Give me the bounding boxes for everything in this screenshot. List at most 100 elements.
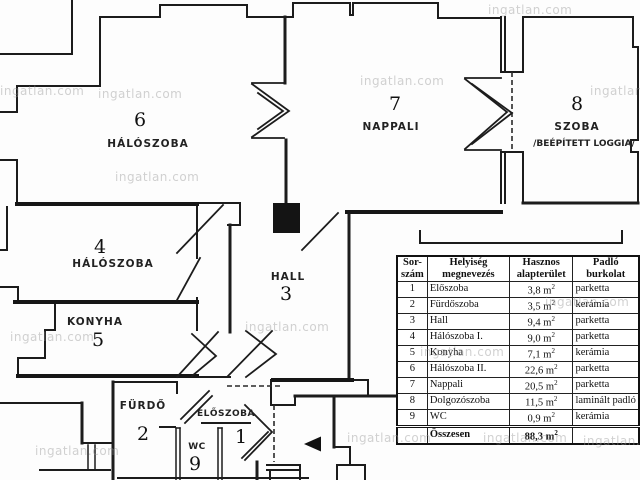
cell-room-name: Fürdőszoba xyxy=(426,297,510,314)
room1-number: 1 xyxy=(234,426,248,448)
col-header-number: Sor-szám xyxy=(396,255,428,282)
cell-number: 9 xyxy=(396,409,428,427)
cell-area: 9,4 m2 xyxy=(508,313,574,330)
door-swing-hall xyxy=(226,329,274,378)
cell-number: 1 xyxy=(396,281,428,298)
door-leaf-room7-8-inner xyxy=(470,82,514,146)
cell-room-name: WC xyxy=(426,409,510,427)
door-swing-room4 xyxy=(175,256,202,302)
room3-number: 3 xyxy=(279,283,293,305)
cell-room-name: Hall xyxy=(426,313,510,330)
watermark: ingatlan.com xyxy=(0,84,85,98)
cell-floor: kerámia xyxy=(572,345,640,362)
watermark: ingatlan.com xyxy=(98,87,183,101)
room7-number: 7 xyxy=(388,93,402,115)
door-leaf-room6-inner xyxy=(256,91,285,131)
watermark: ingatlan.com xyxy=(545,295,630,309)
room8-number: 8 xyxy=(570,93,584,115)
cell-floor: laminált padló xyxy=(572,393,640,410)
total-empty-cell xyxy=(396,425,428,445)
watermark: ingatlan.com xyxy=(488,3,573,17)
room6-name: HÁLÓSZOBA xyxy=(107,138,189,150)
walls-thick xyxy=(13,202,503,382)
door-leaf-room7-8 xyxy=(463,77,509,151)
room4-name: HÁLÓSZOBA xyxy=(72,258,154,270)
door-jambs-room7-8 xyxy=(464,77,502,151)
walls-double xyxy=(87,427,223,480)
room2-number: 2 xyxy=(136,423,150,445)
cell-number: 4 xyxy=(396,329,428,346)
door-leaf-furdo xyxy=(179,389,214,425)
door-swing-konyha xyxy=(175,330,220,379)
door-leaf-hall xyxy=(244,329,278,379)
cell-floor: parketta xyxy=(572,313,640,330)
door-jambs-room6 xyxy=(251,82,285,139)
room1-name: ELŐSZOBA xyxy=(196,409,256,419)
entrance-arrow-icon xyxy=(304,436,321,452)
watermark: ingatlan.com xyxy=(583,434,640,448)
table-total-row: Összesen 88,3 m2 xyxy=(396,425,640,445)
total-floor-cell xyxy=(572,425,640,445)
room9-name: WC xyxy=(188,442,206,452)
cell-room-name: Előszoba xyxy=(426,281,510,298)
watermark: ingatlan.com xyxy=(35,444,120,458)
room5-number: 5 xyxy=(91,329,105,351)
watermark: ingatlan.com xyxy=(115,170,200,184)
cell-number: 7 xyxy=(396,377,428,394)
door-swing-room4-upper xyxy=(175,203,225,255)
cell-room-name: Dolgozószoba xyxy=(426,393,510,410)
watermark: ingatlan.com xyxy=(420,345,505,359)
watermark: ingatlan.com xyxy=(347,431,432,445)
watermark: ingatlan.com xyxy=(10,330,95,344)
door-leaf-room6 xyxy=(250,82,291,139)
total-area: 88,3 m2 xyxy=(508,425,574,445)
watermark: ingatlan.com xyxy=(245,320,330,334)
room8-name: SZOBA xyxy=(554,121,600,133)
room5-name: KONYHA xyxy=(67,316,123,328)
walls-mid xyxy=(80,15,640,480)
cell-room-name: Hálószoba I. xyxy=(426,329,510,346)
cell-floor: parketta xyxy=(572,329,640,346)
room6-number: 6 xyxy=(133,109,147,131)
watermark: ingatlan.com xyxy=(483,431,568,445)
cell-area: 11,5 m2 xyxy=(508,393,574,410)
door-leaf-konyha xyxy=(190,332,218,378)
room3-name: HALL xyxy=(270,271,306,283)
door-symbols xyxy=(175,77,514,462)
cell-number: 2 xyxy=(396,297,428,314)
room7-name: NAPPALI xyxy=(362,121,420,133)
cell-area: 20,5 m2 xyxy=(508,377,574,394)
cell-area: 22,6 m2 xyxy=(508,361,574,378)
cell-area: 9,0 m2 xyxy=(508,329,574,346)
watermark: ingatlan.com xyxy=(590,84,640,98)
cell-area: 7,1 m2 xyxy=(508,345,574,362)
door-leaf-entry xyxy=(243,403,274,462)
shaft-block xyxy=(273,203,300,233)
cell-number: 8 xyxy=(396,393,428,410)
room8-subname: /BEÉPÍTETT LOGGIA/ xyxy=(533,139,635,149)
cell-floor: parketta xyxy=(572,377,640,394)
cell-number: 6 xyxy=(396,361,428,378)
cell-number: 3 xyxy=(396,313,428,330)
total-label: Összesen xyxy=(426,425,510,445)
cell-floor: parketta xyxy=(572,361,640,378)
cell-room-name: Hálószoba II. xyxy=(426,361,510,378)
door-swing-hall-nappali xyxy=(300,211,340,252)
room2-name: FÜRDŐ xyxy=(119,400,167,412)
door-swing-entry xyxy=(240,430,270,460)
